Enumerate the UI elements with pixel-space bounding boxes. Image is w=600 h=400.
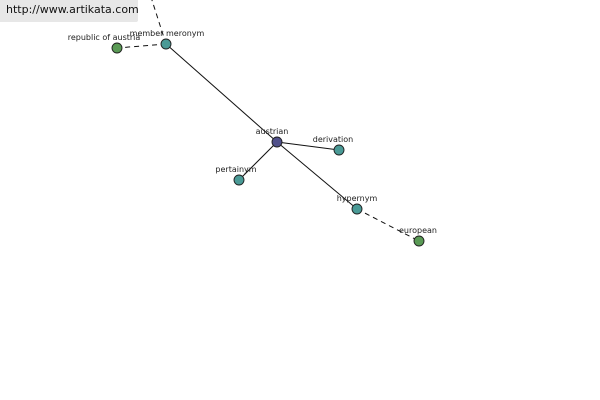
node-label-austrian[interactable]: austrian: [256, 127, 289, 136]
node-label-member-meronym[interactable]: member meronym: [130, 29, 205, 38]
node-european[interactable]: [413, 235, 425, 247]
edge-austrian-to-pertainym: [238, 141, 278, 181]
node-label-republic-of-austria[interactable]: republic of austria: [68, 33, 141, 42]
site-url-link[interactable]: http://www.artikata.com: [6, 3, 139, 16]
edge-austrian-to-hypernym: [276, 141, 358, 210]
nodes-layer: [111, 38, 425, 247]
node-hypernym[interactable]: [351, 203, 363, 215]
node-republic-of-austria[interactable]: [111, 42, 123, 54]
node-label-hypernym[interactable]: hypernym: [337, 194, 378, 203]
site-banner: http://www.artikata.com: [0, 0, 139, 22]
edge-hypernym-to-european: [356, 208, 420, 242]
node-label-european[interactable]: european: [399, 226, 437, 235]
edge-member-meronym-to-republic-of-austria: [116, 43, 167, 49]
edges-layer: [116, 0, 420, 242]
node-member-meronym[interactable]: [160, 38, 172, 50]
edge-austrian-to-member-meronym: [165, 43, 278, 143]
edge-austrian-to-derivation: [276, 141, 340, 151]
node-label-derivation[interactable]: derivation: [313, 135, 353, 144]
node-austrian[interactable]: [271, 136, 283, 148]
node-derivation[interactable]: [333, 144, 345, 156]
node-label-pertainym[interactable]: pertainym: [215, 165, 256, 174]
node-pertainym[interactable]: [233, 174, 245, 186]
